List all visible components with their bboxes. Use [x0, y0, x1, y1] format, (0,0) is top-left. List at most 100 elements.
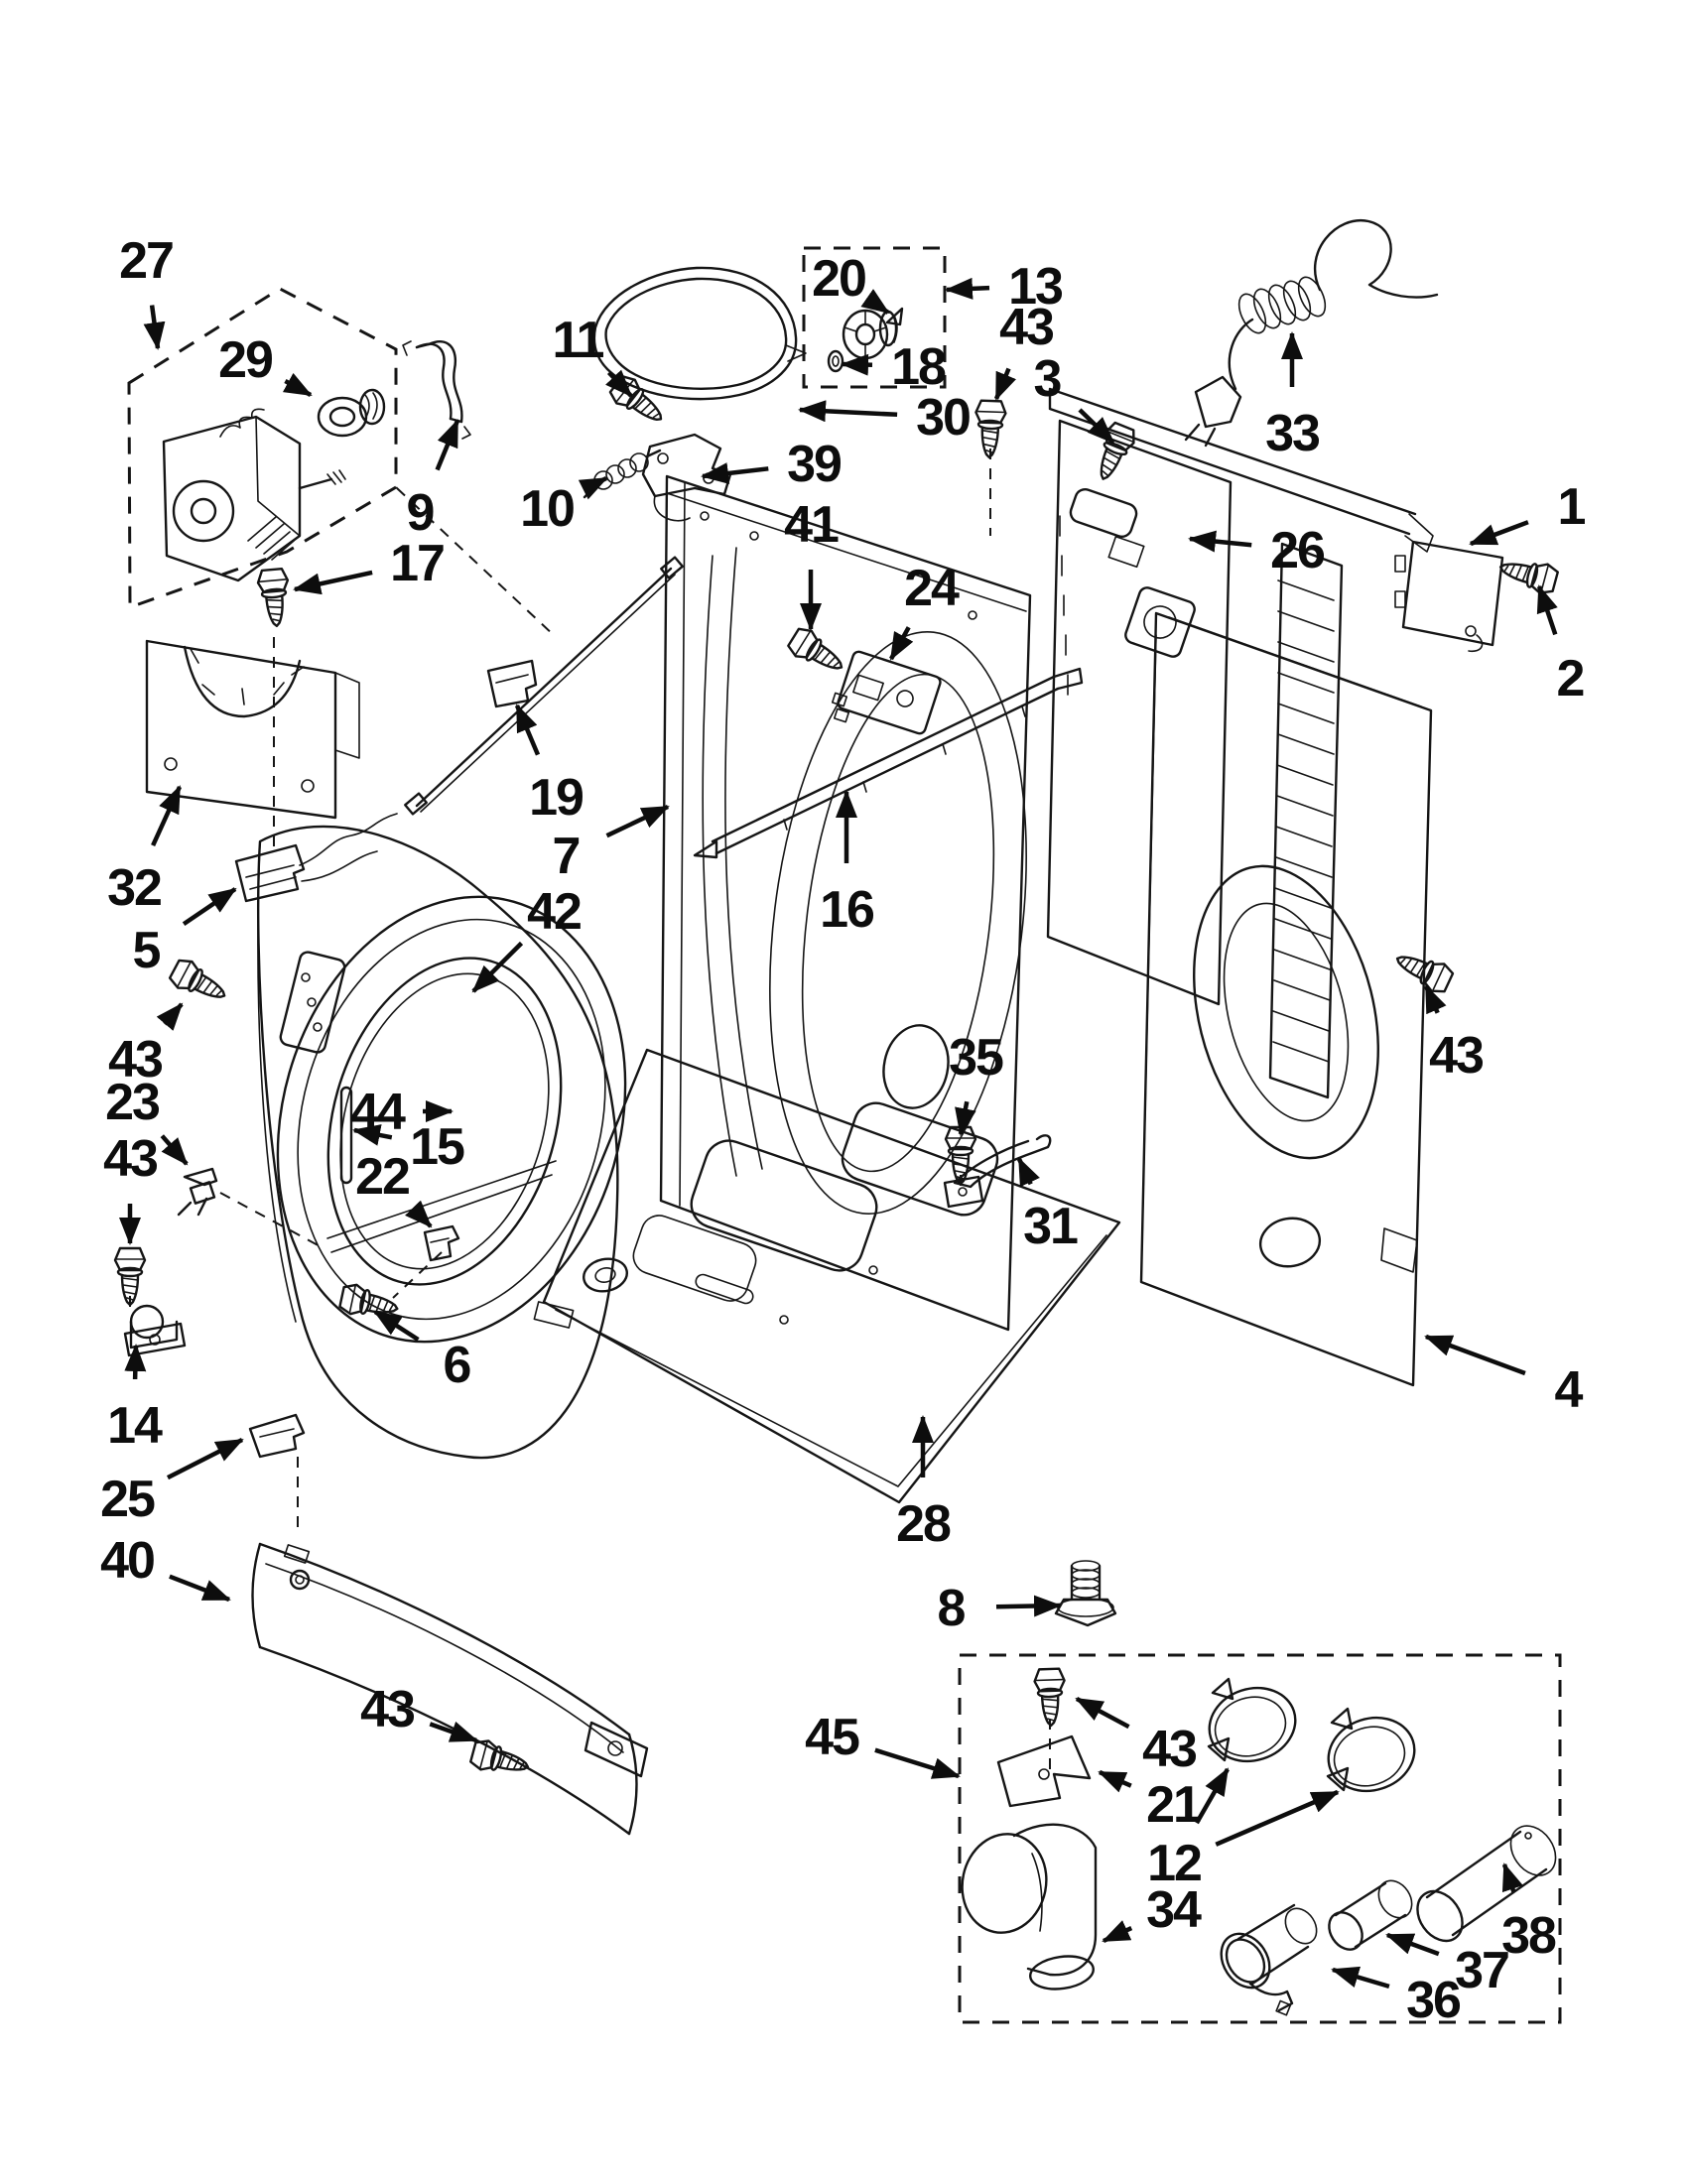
- screw-17: [255, 567, 294, 629]
- callout-43-45: 43: [1423, 984, 1486, 1085]
- part-number-label: 31: [1023, 1198, 1078, 1255]
- callout-arrow: [435, 419, 460, 471]
- callout-23: 23: [105, 1074, 189, 1166]
- part-number-label: 44: [350, 1084, 406, 1141]
- callout-arrow: [282, 372, 313, 397]
- callout-15: 15: [352, 1118, 466, 1176]
- control-module: [831, 650, 942, 735]
- callout-30: 30: [798, 389, 972, 447]
- motor-clamp: [402, 340, 471, 440]
- callout-21: 21: [1098, 1769, 1203, 1834]
- callout-arrow: [1423, 984, 1447, 1015]
- part-number-label: 12: [1147, 1835, 1201, 1892]
- rear-top-rail: [1048, 387, 1434, 553]
- callout-29: 29: [218, 331, 313, 397]
- idler-bracket: [641, 433, 732, 522]
- part-number-label: 36: [1406, 1972, 1461, 2029]
- part-number-label: 2: [1557, 650, 1584, 707]
- callout-arrow: [1331, 1966, 1390, 1990]
- callout-26: 26: [1188, 522, 1327, 579]
- callout-arrow: [1016, 1157, 1040, 1188]
- clip-23: [177, 1167, 218, 1217]
- duct-tube-38: [1416, 1825, 1557, 1943]
- part-number-label: 43: [103, 1130, 158, 1188]
- part-number-label: 29: [218, 331, 272, 389]
- callout-13: 13: [945, 258, 1065, 316]
- motor-pulley: [317, 388, 386, 438]
- part-number-label: 32: [107, 859, 161, 917]
- callout-35: 35: [949, 1029, 1005, 1136]
- callout-43-44: 43: [993, 299, 1056, 401]
- callout-34: 34: [1102, 1881, 1204, 1944]
- part-number-label: 13: [1008, 258, 1063, 316]
- tension-spring: [583, 449, 662, 499]
- idler-group-box: [802, 246, 947, 389]
- callout-arrow: [1098, 1769, 1132, 1793]
- part-number-label: 11: [553, 312, 604, 369]
- callout-17: 17: [293, 535, 446, 595]
- drive-belt: [592, 266, 807, 401]
- callout-arrow: [798, 400, 898, 423]
- callout-arrow: [605, 369, 633, 398]
- callout-5: 5: [133, 887, 237, 979]
- part-number-label: 37: [1455, 1942, 1508, 1999]
- callout-arrow: [373, 1310, 420, 1342]
- callout-43-47: 43: [1075, 1697, 1199, 1778]
- callout-38: 38: [1501, 1863, 1558, 1965]
- callout-43-42: 43: [108, 1002, 184, 1089]
- screw-43-vent: [1032, 1667, 1068, 1728]
- callout-arrow: [993, 367, 1017, 401]
- callout-arrow: [166, 1437, 244, 1480]
- part-number-label: 14: [107, 1397, 163, 1455]
- callout-24: 24: [889, 560, 962, 661]
- part-number-label: 40: [100, 1532, 154, 1590]
- callout-31: 31: [1016, 1157, 1080, 1255]
- part-number-label: 38: [1501, 1907, 1556, 1965]
- callout-4: 4: [1424, 1334, 1586, 1419]
- callout-arrow: [1215, 1789, 1340, 1847]
- leveling-foot: [1054, 1560, 1117, 1627]
- part-number-label: 20: [812, 250, 865, 308]
- callout-arrow: [1469, 520, 1529, 547]
- callout-39: 39: [701, 436, 843, 493]
- callout-41: 41: [784, 496, 841, 631]
- part-number-label: 10: [520, 480, 574, 538]
- part-number-label: 28: [896, 1495, 951, 1553]
- callout-arrow: [701, 462, 769, 484]
- elbow-duct-34: [961, 1823, 1098, 1991]
- motor-group-box: [127, 287, 398, 610]
- callout-20: 20: [812, 250, 890, 315]
- vent-kit-group-box: [958, 1653, 1562, 2024]
- callout-arrow: [405, 1200, 433, 1228]
- callout-8: 8: [938, 1580, 1062, 1637]
- part-number-label: 1: [1558, 478, 1586, 536]
- felt-strip-15: [339, 1086, 353, 1185]
- callout-11: 11: [553, 312, 633, 398]
- idler-pulley: [827, 307, 904, 373]
- part-number-label: 27: [119, 232, 173, 290]
- callout-arrow: [1075, 1697, 1130, 1730]
- callout-42: 42: [471, 883, 583, 993]
- callout-14: 14: [107, 1344, 165, 1455]
- callout-25: 25: [100, 1437, 244, 1528]
- callout-arrow: [124, 1344, 147, 1380]
- part-number-label: 26: [1270, 522, 1325, 579]
- part-number-label: 3: [1034, 350, 1062, 408]
- callout-arrow: [578, 475, 608, 500]
- callout-arrow: [1536, 584, 1558, 636]
- callout-arrow: [874, 1747, 961, 1779]
- callout-arrow: [143, 305, 166, 350]
- thermal-fuse: [234, 813, 398, 903]
- callout-arrow: [955, 1100, 976, 1136]
- part-number-label: 34: [1146, 1881, 1202, 1939]
- callout-16: 16: [820, 790, 876, 939]
- part-number-label: 19: [529, 769, 583, 827]
- vent-cap-b: [1326, 1707, 1416, 1793]
- part-number-label: 7: [553, 828, 580, 885]
- clamp-collar-36: [1220, 1903, 1318, 2016]
- callout-37: 37: [1385, 1932, 1510, 1999]
- part-number-label: 6: [444, 1337, 471, 1394]
- callout-arrow: [182, 887, 237, 927]
- screw-43-front-top: [166, 955, 233, 1010]
